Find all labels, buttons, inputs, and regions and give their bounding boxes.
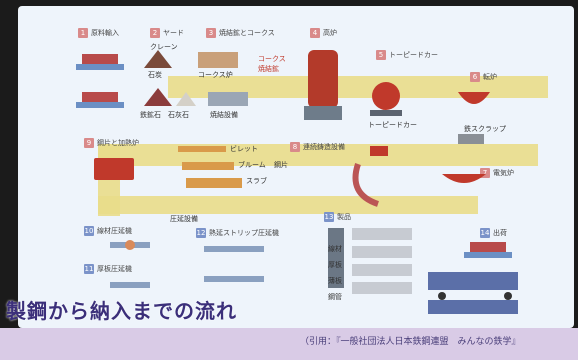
label-iron-ore: 鉄鉱石 — [140, 111, 161, 119]
label-coke: コークス — [258, 55, 286, 63]
label-bloom: ブルーム — [238, 161, 266, 169]
label-crane: クレーン — [150, 43, 178, 51]
ship-icon-bottom — [76, 92, 124, 108]
label-sinter: 焼結鉱 — [258, 65, 279, 73]
label-rolling: 圧延設備 — [170, 215, 198, 223]
label-steel-piece: 鋼片 — [274, 161, 288, 169]
label-scrap: 鉄スクラップ — [464, 125, 506, 133]
label-coke-oven: コークス炉 — [198, 71, 233, 79]
label-pipe: 鋼管 — [328, 293, 342, 301]
page-title: 製鋼から納入までの流れ — [6, 299, 237, 323]
process-illustrations — [76, 50, 518, 314]
ship-icon-top — [76, 54, 124, 70]
label-coal: 石炭 — [148, 71, 162, 79]
label-wire: 線材 — [328, 245, 342, 253]
label-sheet: 薄板 — [328, 277, 342, 285]
label-plate: 厚板 — [328, 261, 342, 269]
source-credit: （引用：『一般社団法人日本鉄鋼連盟 みんなの鉄学』 — [300, 337, 521, 347]
label-slab: スラブ — [246, 177, 267, 185]
label-torpedo: トーピードカー — [368, 121, 417, 129]
label-sintering: 焼結設備 — [210, 111, 238, 119]
label-billet: ビレット — [230, 145, 258, 153]
footer-bar — [0, 328, 578, 360]
flow-band-top — [168, 76, 548, 98]
label-limestone: 石灰石 — [168, 111, 189, 119]
flow-band-bottom — [98, 196, 478, 214]
